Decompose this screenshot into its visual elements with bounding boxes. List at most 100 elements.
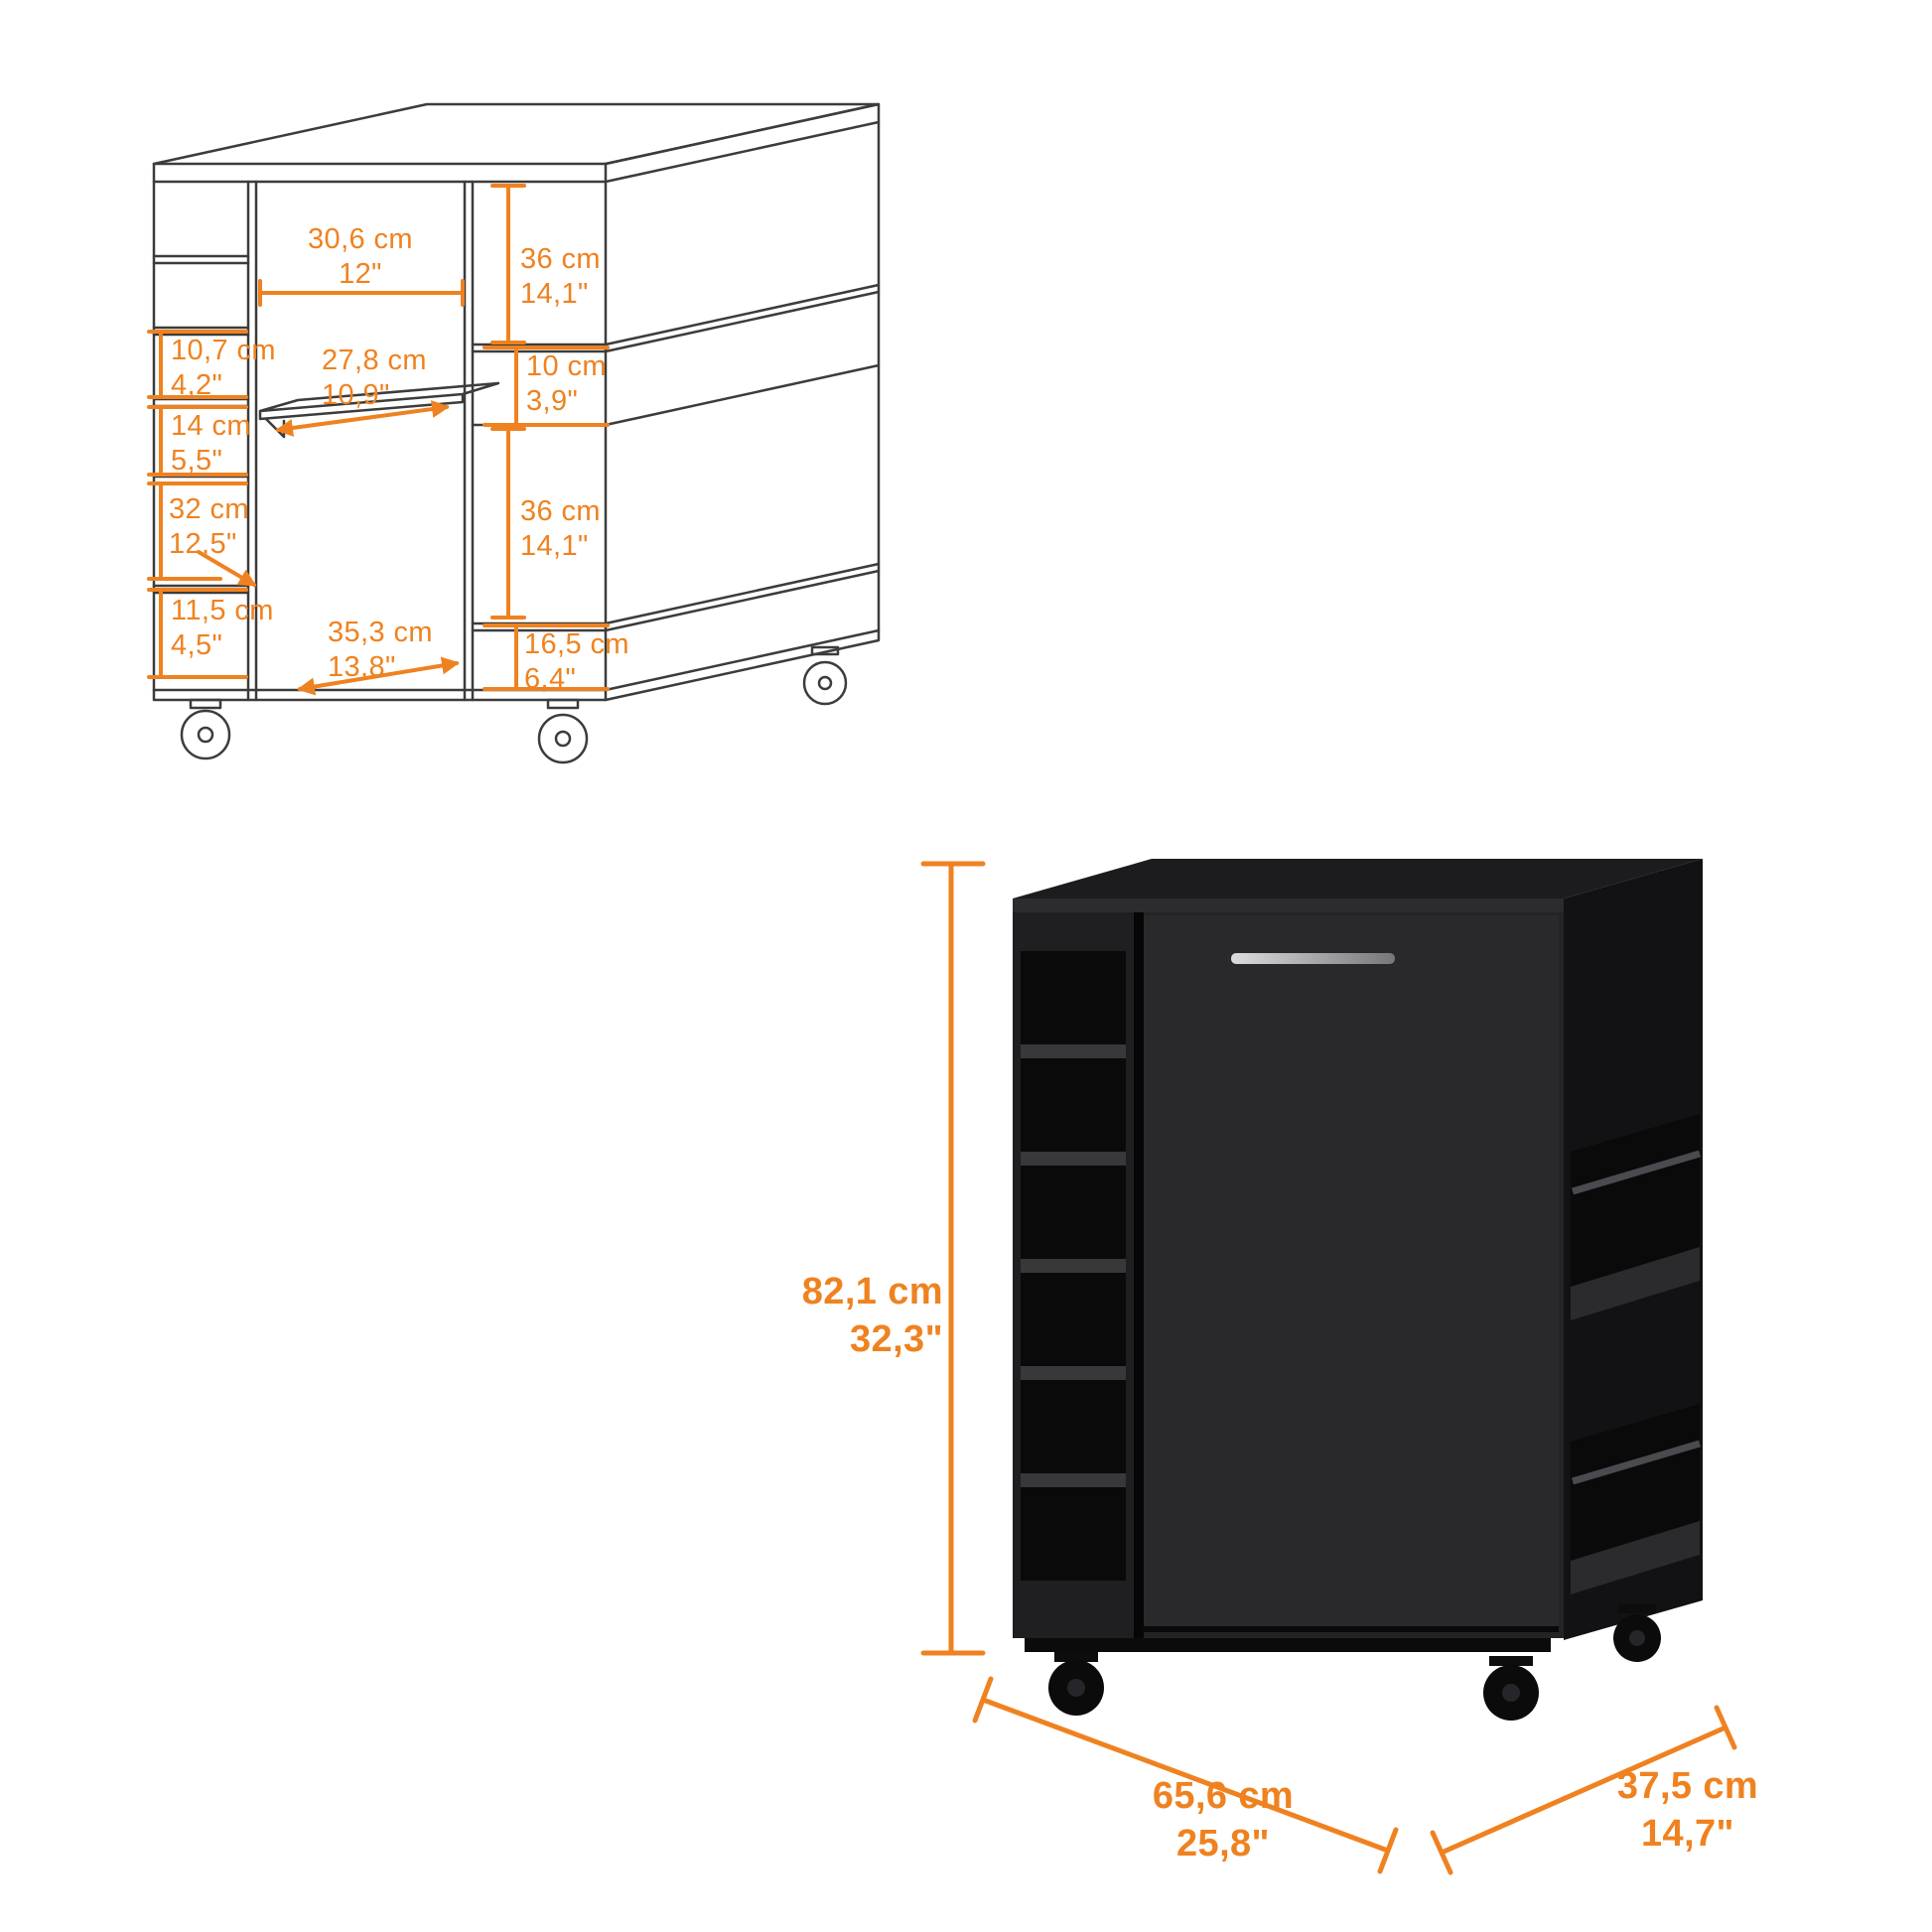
side-face-shelf-lines (604, 283, 881, 632)
dim-label-lower-side-height: 36 cm 14,1" (520, 494, 639, 564)
dim-in-value: 14,1" (520, 529, 589, 562)
cubby-shelf-edge (1021, 1044, 1126, 1058)
dim-cubby-height-line (147, 330, 248, 399)
dim-cm-value: 27,8 cm (322, 345, 427, 376)
side-shelf-rail-upper (1572, 1150, 1701, 1195)
caster-plate (1054, 1652, 1098, 1662)
cubby-opening (1021, 1380, 1126, 1473)
right-face-outline (604, 102, 881, 702)
dim-cm-value: 14 cm (171, 410, 251, 442)
dim-in-value: 14,7" (1641, 1812, 1734, 1855)
cabinet-top-face (1013, 859, 1703, 898)
dim-label-bottom-opening-width: 35,3 cm 13,8" (328, 616, 477, 685)
dim-bottom-side-shelf-bracket (483, 623, 610, 691)
dim-in-value: 3,9" (526, 384, 579, 417)
dim-cm-value: 10 cm (526, 350, 607, 382)
base-plinth (1025, 1638, 1551, 1652)
dim-in-value: 25,8" (1176, 1822, 1270, 1864)
dim-cm-value: 65,6 cm (1152, 1775, 1295, 1817)
caster-hub (817, 675, 833, 691)
cubby-shelf-edge (1021, 1366, 1126, 1380)
side-shelf-board-upper (1571, 1247, 1700, 1320)
dim-in-value: 10,9" (322, 378, 390, 411)
dim-cm-value: 16,5 cm (524, 628, 629, 660)
left-column-divider (246, 180, 258, 702)
door-bottom-gap (1144, 1626, 1559, 1632)
dim-lower-section-arrow (197, 550, 257, 587)
dim-in-value: 6,4" (524, 662, 577, 695)
dim-width-line (972, 1676, 1399, 1874)
dim-bottom-cubby-line (147, 588, 248, 679)
product-render (1013, 859, 1703, 1721)
dim-upper-side-height-line (490, 184, 526, 345)
dim-label-lower-section-height: 32 cm 12,5" (169, 492, 288, 562)
dim-cm-value: 30,6 cm (308, 223, 413, 255)
caster-hub (1629, 1630, 1645, 1646)
cubby-openings (1021, 951, 1126, 1581)
caster-plate (189, 698, 222, 710)
wireframe-casters (180, 645, 848, 764)
dim-label-opening-width: 30,6 cm 12" (281, 222, 440, 292)
cubby-shelf-edge (1021, 1473, 1126, 1487)
dim-cm-value: 32 cm (169, 493, 249, 525)
door-gap (1134, 912, 1144, 1638)
caster-plate (1618, 1604, 1656, 1613)
right-column-divider (463, 180, 475, 702)
cubby-opening (1021, 1058, 1126, 1152)
dim-height-line (920, 861, 986, 1656)
dim-label-bottom-cubby-height: 11,5 cm 4,5" (171, 594, 300, 663)
dim-in-value: 14,1" (520, 277, 589, 310)
dim-in-value: 4,5" (171, 628, 223, 661)
dim-middle-shelf-arrow (275, 400, 450, 437)
cubby-opening (1021, 1487, 1126, 1581)
side-shelves (1571, 1114, 1701, 1594)
dim-label-product-width: 65,6 cm 25,8" (1118, 1773, 1328, 1868)
caster-plate (810, 645, 840, 656)
dim-label-upper-side-height: 36 cm 14,1" (520, 242, 639, 312)
caster-hub (1502, 1684, 1520, 1702)
dim-in-value: 12" (339, 257, 382, 290)
dim-cm-value: 11,5 cm (171, 595, 274, 626)
cubby-shelf-edge (1021, 1259, 1126, 1273)
door-handle (1231, 953, 1395, 964)
dim-in-value: 4,2" (171, 368, 223, 401)
caster-plate (546, 698, 580, 710)
dim-cm-value: 10,7 cm (171, 335, 276, 366)
dim-side-shelf-bracket (483, 345, 610, 427)
dim-label-bottom-side-shelf-height: 16,5 cm 6,4" (524, 627, 653, 697)
dim-cm-value: 36 cm (520, 495, 601, 527)
dim-in-value: 13,8" (328, 650, 396, 683)
dim-opening-width-line (258, 279, 465, 307)
dim-label-shelf-spacing: 14 cm 5,5" (171, 409, 280, 479)
cubby-opening (1021, 1273, 1126, 1366)
top-face-outline (152, 102, 881, 166)
caster-hub (1067, 1679, 1085, 1697)
caster-hub (554, 730, 572, 748)
side-shelf-rail-lower (1572, 1440, 1701, 1485)
dim-shelf-spacing-line (147, 405, 248, 477)
dim-cm-value: 36 cm (520, 243, 601, 275)
dim-label-middle-shelf-width: 27,8 cm 10,9" (322, 344, 471, 413)
dim-depth-line (1430, 1705, 1737, 1875)
dim-lower-section-line (147, 482, 248, 581)
dim-cm-value: 82,1 cm (801, 1271, 943, 1312)
wireframe-dimension-lines (147, 184, 610, 696)
cabinet-top-edge (1013, 898, 1564, 912)
dim-label-product-depth: 37,5 cm 14,7" (1587, 1763, 1789, 1859)
dim-in-value: 12,5" (169, 527, 237, 560)
dim-label-side-shelf-height: 10 cm 3,9" (526, 349, 635, 419)
render-casters (1048, 1604, 1661, 1721)
caster-hub (197, 726, 214, 744)
cubby-opening (1021, 1166, 1126, 1259)
product-dimension-lines (920, 861, 1737, 1875)
dim-cm-value: 35,3 cm (328, 617, 433, 648)
cabinet-door (1144, 915, 1559, 1632)
caster-plate (1489, 1656, 1533, 1666)
dim-label-cubby-height: 10,7 cm 4,2" (171, 334, 300, 403)
side-shelf-board-lower (1571, 1521, 1700, 1594)
dim-in-value: 32,3" (850, 1317, 943, 1360)
cubby-opening (1021, 951, 1126, 1044)
dim-lower-side-height-line (490, 427, 526, 620)
